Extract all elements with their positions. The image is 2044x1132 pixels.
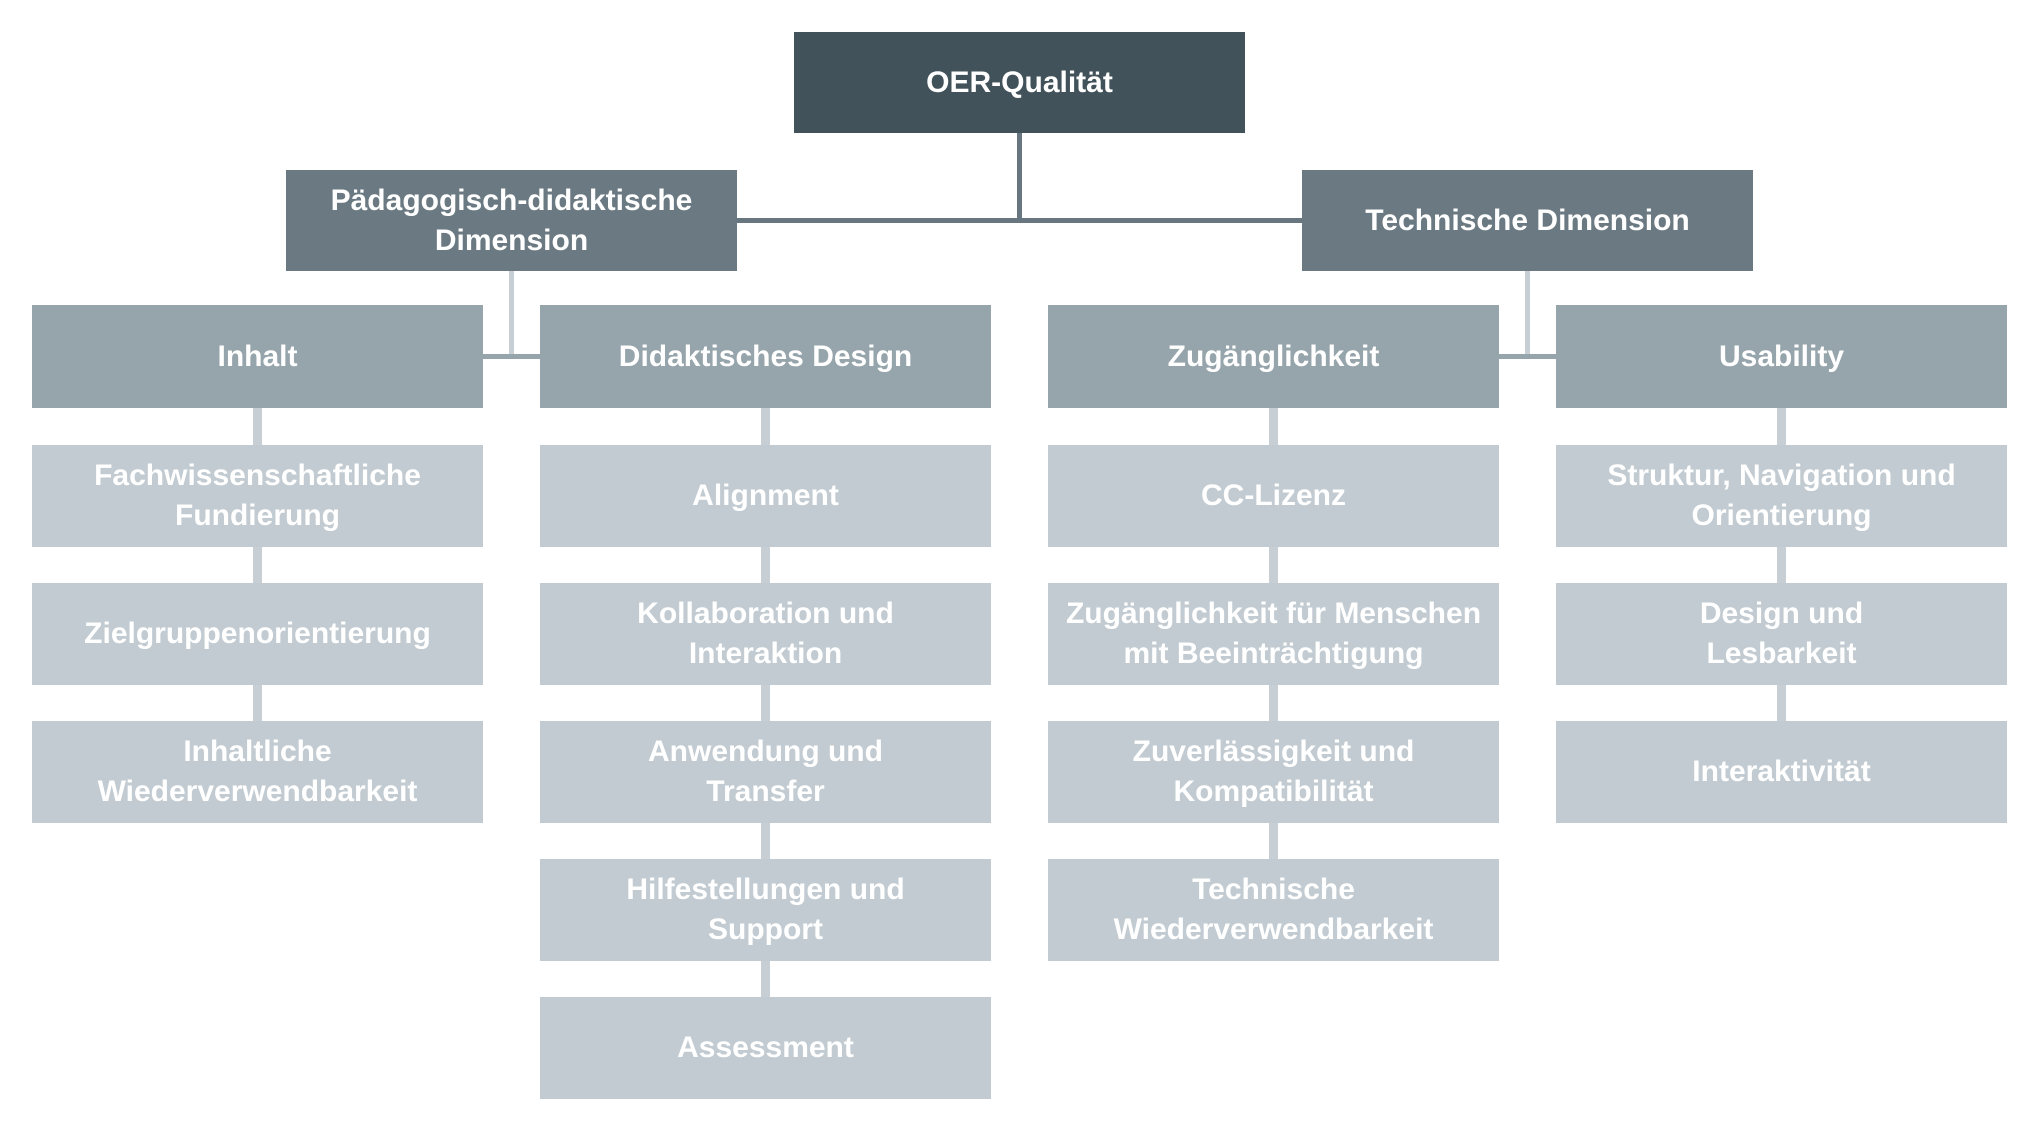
connector-col2-gap1: [761, 408, 770, 445]
item-box-cc-lizenz: CC-Lizenz: [1048, 445, 1499, 547]
connector-col4-gap3: [1777, 685, 1786, 721]
connector-col2-gap3: [761, 685, 770, 721]
connector-col1-gap3: [253, 685, 262, 721]
connector-col3-gap4: [1269, 823, 1278, 859]
item-box-inhaltliche-wiederverwendbarkeit: Inhaltliche Wiederverwendbarkeit: [32, 721, 483, 823]
item-box-struktur-navigation-orientierung: Struktur, Navigation und Orientierung: [1556, 445, 2007, 547]
connector-dimension-paedagogisch-vertical: [509, 271, 514, 359]
category-box-usability: Usability: [1556, 305, 2007, 408]
connector-col1-gap2: [253, 547, 262, 583]
connector-col1-gap1: [253, 408, 262, 445]
connector-col4-gap2: [1777, 547, 1786, 583]
connector-stub-zugaenglichkeit-usability: [1499, 354, 1556, 359]
connector-col2-gap4: [761, 823, 770, 859]
connector-col2-gap5: [761, 961, 770, 997]
item-box-zuverlaessigkeit-und-kompatibilitaet: Zuverlässigkeit und Kompatibilität: [1048, 721, 1499, 823]
connector-dimension-technisch-vertical: [1525, 271, 1530, 359]
category-box-didaktisches-design: Didaktisches Design: [540, 305, 991, 408]
item-box-alignment: Alignment: [540, 445, 991, 547]
item-box-kollaboration-und-interaktion: Kollaboration und Interaktion: [540, 583, 991, 685]
item-box-interaktivitaet: Interaktivität: [1556, 721, 2007, 823]
item-box-design-und-lesbarkeit: Design und Lesbarkeit: [1556, 583, 2007, 685]
root-box-oer-qualitaet: OER-Qualität: [794, 32, 1245, 133]
item-box-hilfestellungen-und-support: Hilfestellungen und Support: [540, 859, 991, 961]
connector-col3-gap3: [1269, 685, 1278, 721]
connector-col3-gap2: [1269, 547, 1278, 583]
category-box-inhalt: Inhalt: [32, 305, 483, 408]
category-box-zugaenglichkeit: Zugänglichkeit: [1048, 305, 1499, 408]
connector-col2-gap2: [761, 547, 770, 583]
connector-root-vertical: [1017, 133, 1022, 221]
item-box-fachwissenschaftliche-fundierung: Fachwissenschaftliche Fundierung: [32, 445, 483, 547]
connector-stub-inhalt-didaktisches: [483, 354, 540, 359]
item-box-technische-wiederverwendbarkeit: Technische Wiederverwendbarkeit: [1048, 859, 1499, 961]
dimension-box-paedagogisch-didaktisch: Pädagogisch-didaktische Dimension: [286, 170, 737, 271]
item-box-anwendung-und-transfer: Anwendung und Transfer: [540, 721, 991, 823]
connector-dimensions-horizontal: [737, 218, 1302, 223]
connector-col4-gap1: [1777, 408, 1786, 445]
dimension-box-technisch: Technische Dimension: [1302, 170, 1753, 271]
item-box-assessment: Assessment: [540, 997, 991, 1099]
connector-col3-gap1: [1269, 408, 1278, 445]
item-box-zugaenglichkeit-fuer-menschen: Zugänglichkeit für Menschen mit Beeinträ…: [1048, 583, 1499, 685]
item-box-zielgruppenorientierung: Zielgruppenorientierung: [32, 583, 483, 685]
